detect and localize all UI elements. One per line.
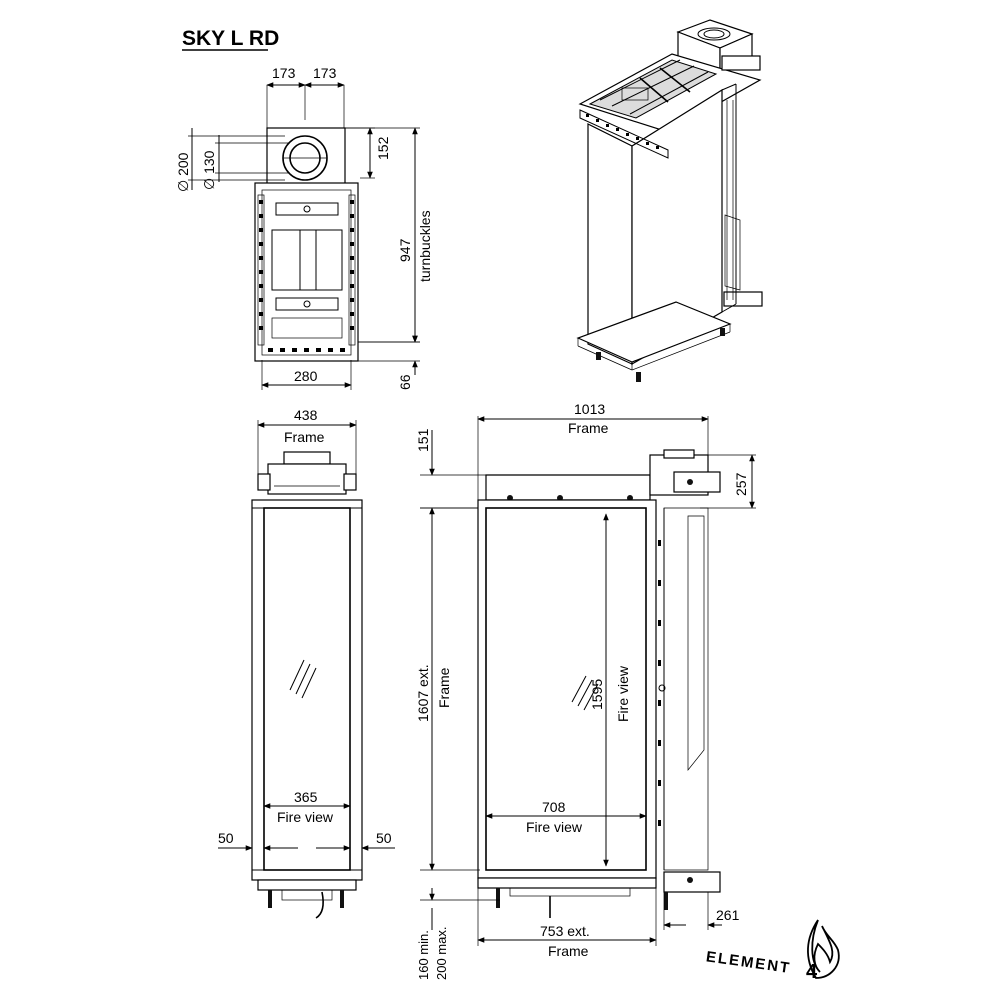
frame-label-side-vertical: Frame [436, 667, 452, 708]
dim-257: 257 [733, 472, 749, 496]
logo-text: ELEMENT [705, 948, 792, 977]
dim-753: 753 ext. [540, 923, 590, 939]
element4-logo: ELEMENT 4 [705, 919, 840, 983]
dim-280: 280 [294, 368, 318, 384]
flame-icon [807, 919, 840, 979]
dim-1595: 1595 [589, 679, 605, 710]
front-body [251, 499, 363, 881]
front-view: 438 Frame 365 Fire view 50 50 [218, 407, 395, 919]
fire-view-label-front: Fire view [277, 809, 334, 825]
dim-160-min: 160 min. [416, 930, 431, 980]
dim-50-right: 50 [376, 830, 392, 846]
frame-label-side-top: Frame [568, 420, 609, 436]
dim-173-right: 173 [313, 65, 337, 81]
dim-365: 365 [294, 789, 318, 805]
dim-dia-130: ∅ 130 [201, 150, 217, 190]
fire-view-label-side: Fire view [526, 819, 583, 835]
dim-dia-200: ∅ 200 [175, 152, 191, 192]
frame-label-side-bottom: Frame [548, 943, 589, 959]
dim-200-max: 200 max. [434, 927, 449, 980]
isometric-view [576, 19, 763, 382]
dim-708: 708 [542, 799, 566, 815]
dim-1013: 1013 [574, 401, 605, 417]
dim-261: 261 [716, 907, 740, 923]
dim-173-left: 173 [272, 65, 296, 81]
dim-50-left: 50 [218, 830, 234, 846]
dim-438: 438 [294, 407, 318, 423]
drawing-title: SKY L RD [182, 27, 279, 50]
dim-1607: 1607 ext. [415, 664, 431, 722]
dim-151: 151 [415, 428, 431, 452]
top-body-outer [254, 182, 359, 362]
turnbuckles-label: turnbuckles [417, 210, 433, 282]
fire-view-label-vertical: Fire view [615, 665, 631, 722]
side-view: 1013 Frame 151 257 [415, 401, 756, 980]
dim-152: 152 [375, 136, 391, 160]
top-view: 173 173 ∅ 200 ∅ 130 152 947 turnbuckles [175, 65, 433, 390]
dim-66: 66 [397, 374, 413, 390]
frame-label-front: Frame [284, 429, 325, 445]
dim-947: 947 [397, 238, 413, 262]
